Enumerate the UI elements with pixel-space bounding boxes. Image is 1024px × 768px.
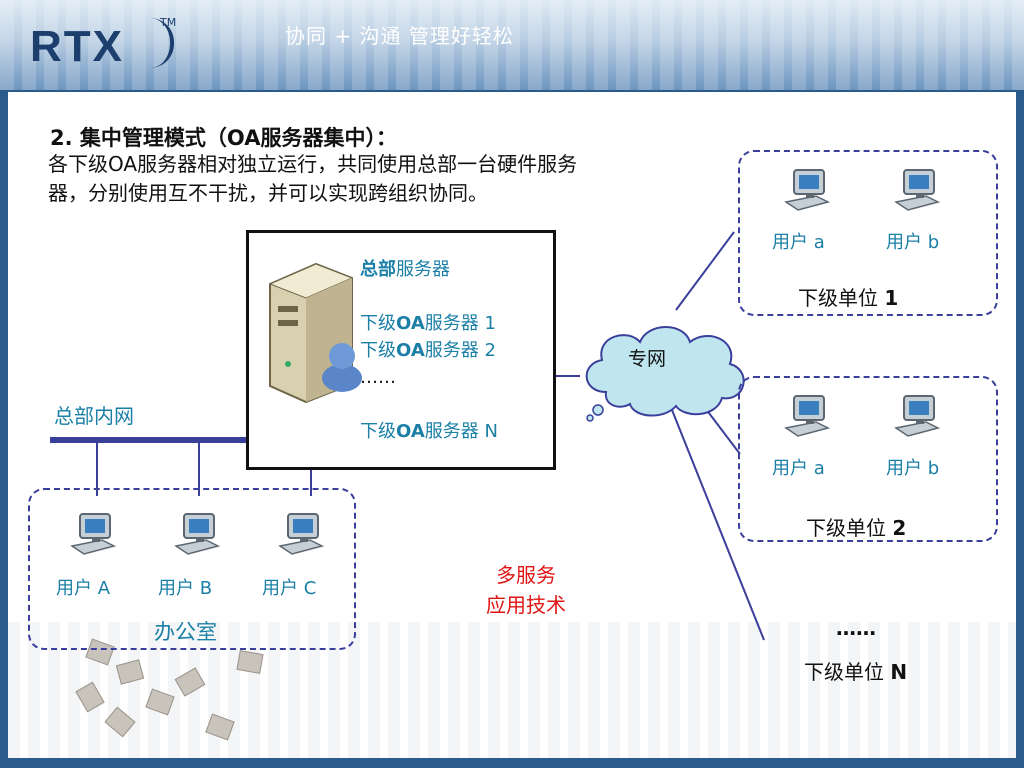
network-cloud-icon bbox=[585, 326, 745, 422]
office-user-label: 用户 C bbox=[262, 578, 317, 599]
server-list: 总部服务器 下级OA服务器 1 下级OA服务器 2 …… 下级OA服务器 N bbox=[360, 256, 498, 445]
unit-user-label: 用户 a bbox=[772, 458, 825, 479]
sub-unit-1-name: 下级单位 1 bbox=[798, 286, 899, 310]
background-blocks bbox=[8, 622, 1016, 758]
trademark-mark: TM bbox=[160, 16, 177, 29]
office-user-label: 用户 B bbox=[158, 578, 213, 599]
sub-unit-ellipsis: …… bbox=[836, 616, 876, 640]
computer-icon bbox=[278, 513, 325, 555]
slide-header: RTX TM 协同 + 沟通 管理好轻松 bbox=[0, 0, 1024, 90]
server-icon bbox=[268, 262, 362, 404]
computer-icon bbox=[784, 395, 831, 437]
network-label: 专网 bbox=[628, 348, 667, 370]
computer-icon bbox=[784, 169, 831, 211]
rtx-logo: RTX bbox=[30, 22, 124, 71]
computer-icon bbox=[70, 513, 117, 555]
unit-user-label: 用户 b bbox=[886, 458, 940, 479]
sub-unit-n-name: 下级单位 N bbox=[804, 660, 908, 684]
office-group bbox=[28, 488, 356, 650]
computer-icon bbox=[174, 513, 221, 555]
sub-server-2-label: 下级OA服务器 2 bbox=[360, 340, 496, 361]
unit-user-label: 用户 a bbox=[772, 232, 825, 253]
server-ellipsis: …… bbox=[360, 367, 396, 388]
sub-server-n-label: 下级OA服务器 N bbox=[360, 421, 498, 442]
intranet-label: 总部内网 bbox=[54, 404, 134, 428]
slide-body: 2. 集中管理模式（OA服务器集中）： 各下级OA服务器相对独立运行，共同使用总… bbox=[8, 92, 1016, 758]
logo-swoosh bbox=[150, 18, 174, 68]
header-slogan: 协同 + 沟通 管理好轻松 bbox=[285, 24, 514, 48]
sub-unit-1-group bbox=[738, 150, 998, 316]
description-text: 各下级OA服务器相对独立运行，共同使用总部一台硬件服务器，分别使用互不干扰，并可… bbox=[48, 152, 578, 205]
office-label: 办公室 bbox=[154, 620, 217, 644]
office-user-label: 用户 A bbox=[56, 578, 111, 599]
page-title: 2. 集中管理模式（OA服务器集中）： bbox=[50, 126, 397, 150]
sub-unit-2-group bbox=[738, 376, 998, 542]
computer-icon bbox=[894, 395, 941, 437]
sub-server-1-label: 下级OA服务器 1 bbox=[360, 313, 496, 334]
multi-service-tech-label: 多服务 应用技术 bbox=[486, 563, 566, 617]
unit-user-label: 用户 b bbox=[886, 232, 940, 253]
hq-server-label: 总部服务器 bbox=[360, 259, 450, 280]
sub-unit-2-name: 下级单位 2 bbox=[806, 516, 907, 540]
computer-icon bbox=[894, 169, 941, 211]
